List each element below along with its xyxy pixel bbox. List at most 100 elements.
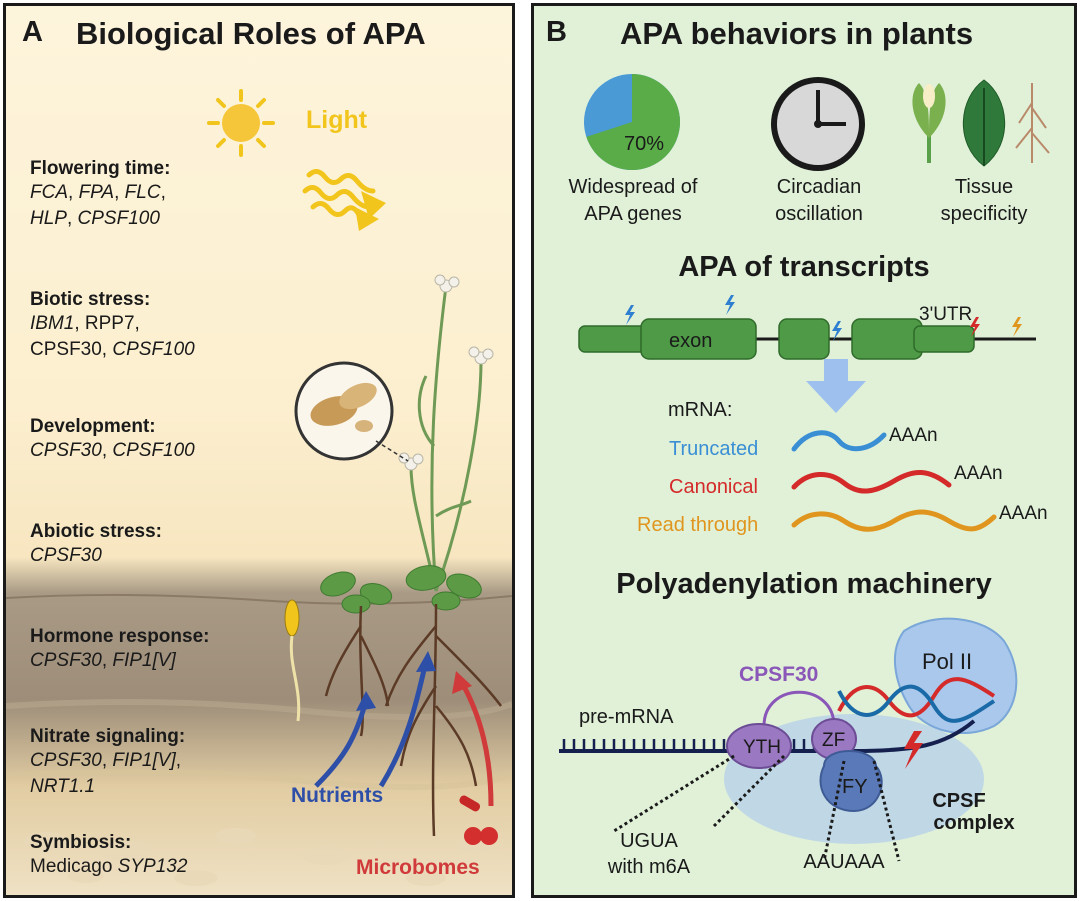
cpsf-label-line1: CPSF bbox=[932, 790, 985, 812]
caption-line: Widespread of bbox=[568, 176, 698, 198]
ugua-label-line2: with m6A bbox=[607, 856, 691, 878]
leaf-icon bbox=[962, 79, 1006, 167]
panel-b-letter: B bbox=[546, 16, 567, 48]
category-name: Abiotic stress: bbox=[30, 521, 162, 542]
gene-list: CPSF30, FIP1[V], NRT1.1 bbox=[30, 748, 185, 800]
category-development: Development: CPSF30, CPSF100 bbox=[30, 416, 195, 464]
exon-label: exon bbox=[669, 330, 712, 352]
gene-list: FCA, FPA, FLC, HLP, CPSF100 bbox=[30, 180, 170, 232]
category-name: Development: bbox=[30, 416, 156, 437]
gene: CPSF30 bbox=[30, 750, 102, 771]
caption-line: APA genes bbox=[584, 203, 682, 225]
yth-domain bbox=[726, 723, 792, 769]
microbiomes-label: Microbomes bbox=[356, 856, 480, 879]
category-nitrate: Nitrate signaling: CPSF30, FIP1[V], NRT1… bbox=[30, 726, 185, 800]
cpsf-label-line2: complex bbox=[933, 812, 1014, 834]
gene: FIP1[V] bbox=[112, 650, 176, 671]
gene: NRT1.1 bbox=[30, 776, 96, 797]
gene-list: CPSF30, FIP1[V] bbox=[30, 648, 209, 674]
transcripts-title: APA of transcripts bbox=[678, 251, 930, 283]
mrna-isoforms: AAAn AAAn AAAn bbox=[791, 425, 1048, 532]
category-name: Symbiosis: bbox=[30, 832, 132, 853]
caption-line: oscillation bbox=[775, 203, 863, 225]
pol2-label: Pol II bbox=[922, 649, 972, 674]
flower-icon bbox=[912, 83, 946, 163]
panel-a: A Biological Roles of APA Light bbox=[3, 3, 515, 898]
category-name: Hormone response: bbox=[30, 626, 210, 647]
cleavage-bolt-icon bbox=[904, 731, 923, 769]
polyA-site-icons bbox=[625, 295, 1022, 341]
exon-block bbox=[640, 318, 757, 360]
tail-label: AAAn bbox=[889, 425, 938, 446]
gene: CPSF30 bbox=[30, 440, 102, 461]
gene: HLP bbox=[30, 208, 67, 229]
tail-label: AAAn bbox=[999, 503, 1048, 524]
arabidopsis-plant-illustration bbox=[294, 274, 502, 837]
sun-icon bbox=[207, 89, 275, 157]
clock-icon bbox=[771, 77, 865, 171]
zf-label: ZF bbox=[822, 730, 845, 751]
aauaaa-label: AAUAAA bbox=[803, 851, 885, 873]
category-flowering: Flowering time: FCA, FPA, FLC, HLP, CPSF… bbox=[30, 158, 170, 232]
exon-block bbox=[578, 325, 650, 353]
gene: CPSF30 bbox=[30, 545, 102, 566]
isoform-readthrough-label: Read through bbox=[637, 514, 759, 536]
sep: , bbox=[175, 750, 182, 771]
sep: , bbox=[101, 750, 113, 771]
seedling-icon bbox=[284, 599, 301, 722]
panel-a-letter: A bbox=[22, 16, 43, 48]
sep: , bbox=[101, 650, 113, 671]
tail-label: AAAn bbox=[954, 463, 1003, 484]
gene: FLC bbox=[124, 182, 161, 203]
exon-block bbox=[778, 318, 830, 360]
gene-list: CPSF30, CPSF100 bbox=[30, 438, 195, 464]
canonical-mrna bbox=[791, 470, 952, 494]
light-label: Light bbox=[306, 106, 368, 134]
pie-percent-label: 70% bbox=[624, 133, 664, 155]
gene-structure-diagram: exon 3'UTR bbox=[578, 295, 1036, 413]
gene-list: Medicago SYP132 bbox=[30, 854, 187, 880]
organism: Medicago bbox=[30, 856, 118, 877]
polyadenylation-machinery-diagram: Pol II pre-mRNA CPSF30 YTH ZF bbox=[559, 617, 1018, 878]
panel-b-title: APA behaviors in plants bbox=[620, 16, 974, 51]
motif-pointers bbox=[613, 754, 901, 862]
category-biotic: Biotic stress: IBM1, RPP7, CPSF30, CPSF1… bbox=[30, 289, 195, 363]
down-arrow-icon bbox=[806, 381, 866, 413]
sep: , bbox=[101, 440, 113, 461]
utr-label: 3'UTR bbox=[919, 304, 972, 325]
category-name: Biotic stress: bbox=[30, 289, 151, 310]
caption-line: Circadian bbox=[776, 176, 862, 198]
category-hormone: Hormone response: CPSF30, FIP1[V] bbox=[30, 626, 209, 674]
sep: , bbox=[160, 182, 166, 203]
sep: , bbox=[114, 182, 125, 203]
yth-label: YTH bbox=[743, 737, 781, 758]
feature-caption-1: Widespread of APA genes bbox=[548, 174, 718, 228]
nutrients-label: Nutrients bbox=[291, 784, 384, 807]
tissue-icons bbox=[912, 79, 1050, 167]
gene: FIP1[V] bbox=[112, 750, 176, 771]
light-rays-icon bbox=[302, 169, 386, 231]
microbe-icon bbox=[459, 795, 498, 845]
gene: CPSF100 bbox=[112, 339, 195, 360]
category-name: Nitrate signaling: bbox=[30, 726, 186, 747]
category-symbiosis: Symbiosis: Medicago SYP132 bbox=[30, 832, 187, 880]
panel-a-title: Biological Roles of APA bbox=[76, 16, 426, 51]
gene: FPA bbox=[78, 182, 115, 203]
readthrough-mrna bbox=[791, 509, 997, 532]
cpsf30-label: CPSF30 bbox=[739, 663, 818, 686]
isoform-truncated-label: Truncated bbox=[669, 438, 759, 460]
gene: CPSF30, bbox=[30, 339, 113, 360]
apa-genes-pie: 70% bbox=[584, 74, 680, 170]
ugua-label-line1: UGUA bbox=[620, 830, 678, 852]
exon-block bbox=[851, 318, 923, 360]
gene: SYP132 bbox=[117, 856, 188, 877]
root-icon bbox=[1015, 83, 1050, 163]
feature-caption-3: Tissue specificity bbox=[904, 174, 1064, 228]
feature-caption-2: Circadian oscillation bbox=[739, 174, 899, 228]
fy-label: FY bbox=[842, 776, 868, 798]
cpsf30-linker bbox=[762, 690, 836, 727]
gene: CPSF30 bbox=[30, 650, 102, 671]
category-name: Flowering time: bbox=[30, 158, 171, 179]
gene: FCA bbox=[30, 182, 68, 203]
gene-list: IBM1, RPP7, CPSF30, CPSF100 bbox=[30, 311, 195, 363]
